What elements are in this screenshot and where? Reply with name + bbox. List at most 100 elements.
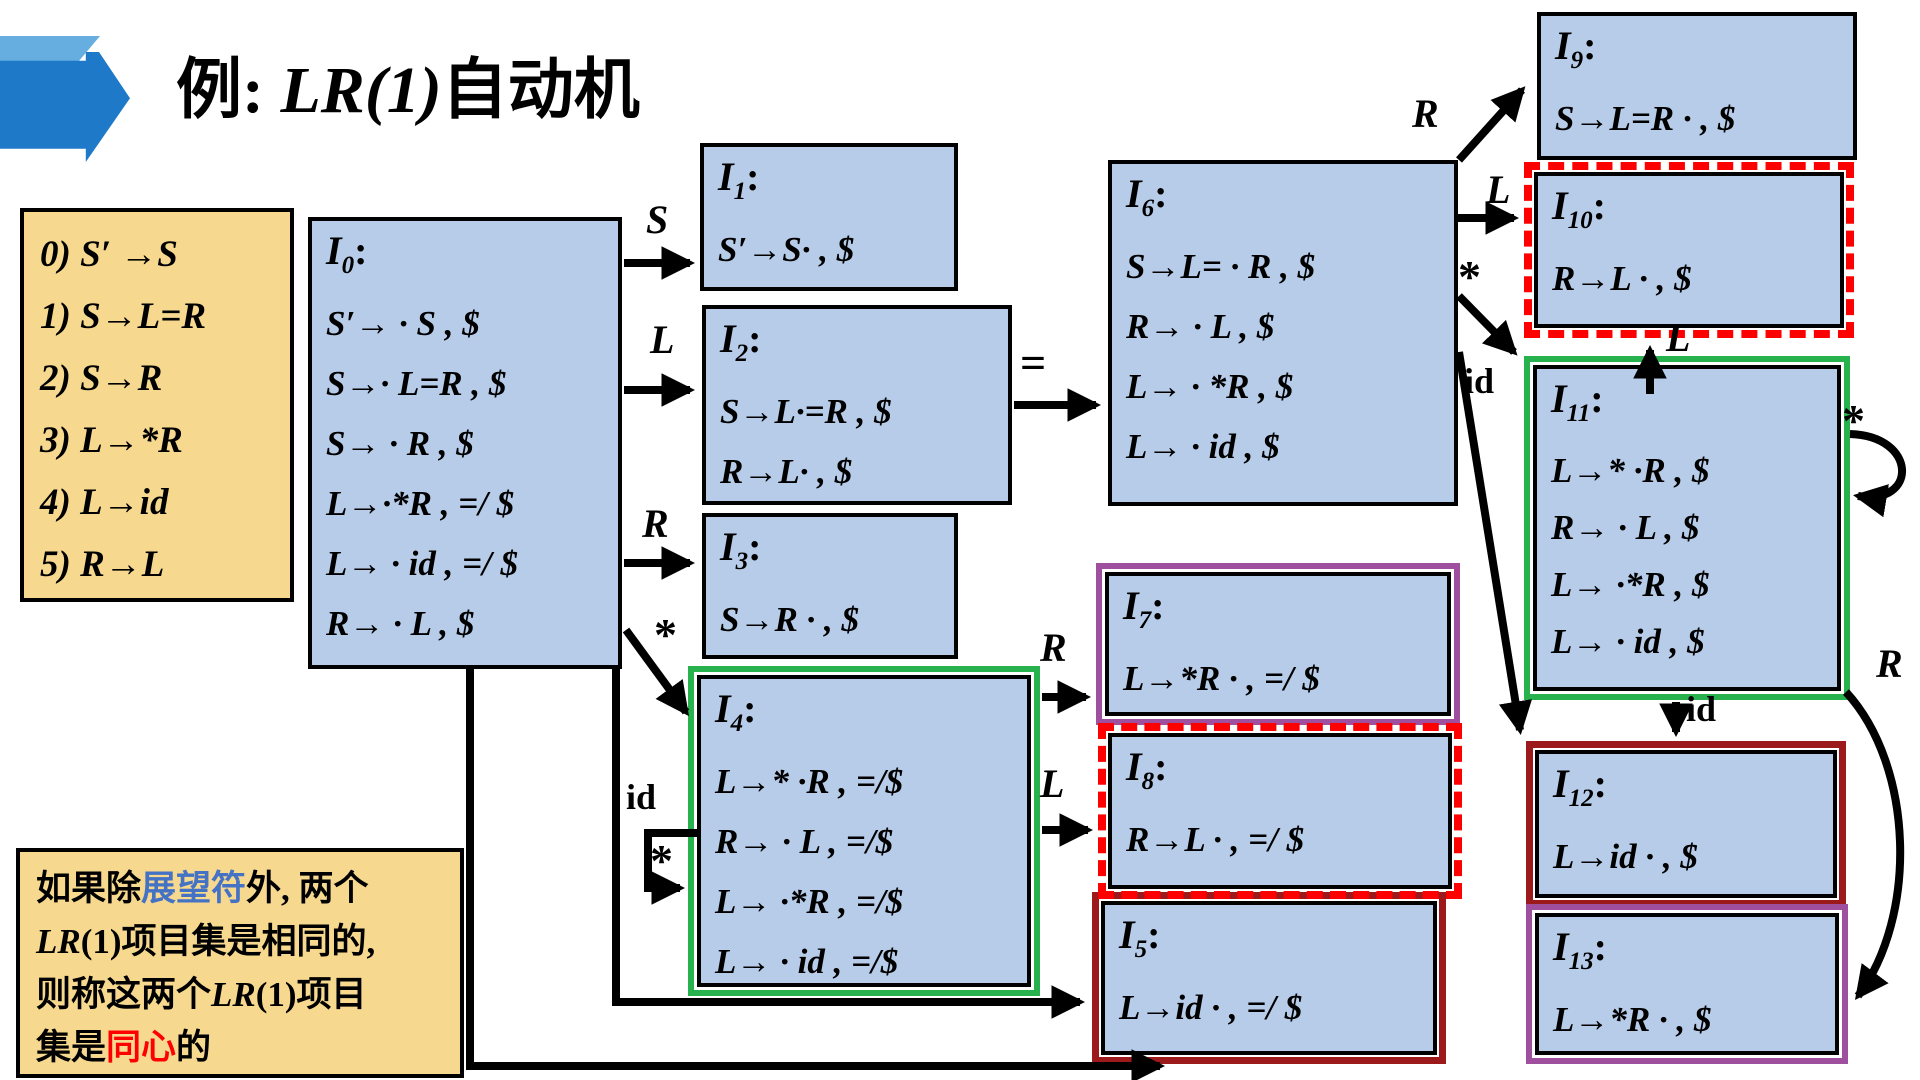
production-line: R→L· , $ — [720, 452, 853, 491]
state-I1: I1: S′→S· , $ — [700, 143, 958, 291]
state-items-I1: S′→S· , $ — [718, 220, 948, 280]
production-line: L→* ·R , $ — [1551, 451, 1710, 490]
production-line: 3) L→*R — [40, 420, 183, 461]
production-line: R→ · L , $ — [1126, 307, 1275, 346]
production-line: R→L · , $ — [1552, 259, 1692, 298]
production-line: L→ · id , =/ $ — [326, 544, 519, 583]
state-I2: I2: S→L·=R , $ R→L· , $ — [702, 305, 1012, 505]
production-line: S′→ · S , $ — [326, 304, 480, 343]
production-line: L→ · *R , $ — [1126, 367, 1294, 406]
state-title-I4: I4: — [715, 686, 757, 737]
production-line: 5) R→L — [40, 544, 165, 585]
production-line: L→ ·*R , =/$ — [715, 882, 904, 921]
state-items-I2: S→L·=R , $ R→L· , $ — [720, 382, 1002, 501]
state-title-I11: I11: — [1551, 376, 1604, 427]
production-line: S→L·=R , $ — [720, 392, 892, 431]
production-line: L→ · id , $ — [1126, 427, 1280, 466]
note-line: 集是同心的 — [36, 1028, 212, 1067]
edge-label-id-I11-I12: id — [1686, 689, 1717, 729]
state-I13: I13: L→*R · , $ — [1526, 904, 1848, 1064]
arrow-I6-id-I12 — [1455, 351, 1533, 735]
state-I4: I4: L→* ·R , =/$ R→ · L , =/$ L→ ·*R , =/$… — [688, 666, 1040, 996]
arrow-I6-R-I9 — [1456, 86, 1526, 163]
state-items-I6: S→L= · R , $ R→ · L , $ L→ · *R , $ L→ · id… — [1126, 237, 1448, 477]
state-title-I8: I8: — [1126, 744, 1168, 795]
production-line: L→id · , =/ $ — [1119, 988, 1303, 1027]
production-line: R→ · L , =/$ — [715, 822, 894, 861]
edge-label-star-I4-loop: * — [650, 835, 673, 886]
state-I5: I5: L→id · , =/ $ — [1092, 892, 1446, 1064]
production-line: L→ · id , $ — [1551, 622, 1705, 661]
production-line: S→R · , $ — [720, 600, 860, 639]
production-line: S→L= · R , $ — [1126, 247, 1316, 286]
production-line: L→ ·*R , $ — [1551, 565, 1710, 604]
state-items-I4: L→* ·R , =/$ R→ · L , =/$ L→ ·*R , =/$ L→ ·… — [715, 752, 1021, 983]
arrow-I11-R-I13 — [1843, 689, 1905, 1001]
edge-label-R-I0-I3: R — [642, 501, 669, 546]
production-line: L→* ·R , =/$ — [715, 762, 904, 801]
production-line: L→ · id , =/$ — [715, 942, 899, 981]
title-arrow-icon — [0, 52, 130, 162]
production-line: 0) S′ →S — [40, 234, 178, 275]
edge-label-S-I0-I1: S — [646, 197, 669, 242]
state-items-I5: L→id · , =/ $ — [1119, 978, 1427, 1038]
note-line: 如果除展望符外, 两个 — [36, 869, 369, 908]
state-I6: I6: S→L= · R , $ R→ · L , $ L→ · *R , $ L→ … — [1108, 160, 1458, 506]
edge-label-star-I6-I11: * — [1458, 251, 1481, 302]
state-I8: I8: R→L · , =/ $ — [1098, 723, 1462, 899]
edge-label-assign-I2-I6: = — [1020, 337, 1047, 388]
state-title-I3: I3: — [720, 524, 762, 575]
production-line: S′→S· , $ — [718, 230, 855, 269]
production-line: 4) L→id — [40, 482, 169, 523]
production-line: S→L=R · , $ — [1555, 99, 1736, 138]
state-title-I0: I0: — [326, 228, 368, 279]
state-items-I12: L→id · , $ — [1553, 827, 1827, 887]
state-title-I10: I10: — [1552, 183, 1606, 234]
state-items-I9: S→L=R · , $ — [1555, 89, 1847, 149]
page-title: 例: LR(1)自动机 — [176, 54, 640, 127]
state-I9: I9: S→L=R · , $ — [1537, 12, 1857, 160]
state-title-I12: I12: — [1553, 761, 1607, 812]
production-line: 1) S→L=R — [40, 296, 207, 337]
state-title-I1: I1: — [718, 154, 760, 205]
production-line: 2) S→R — [40, 358, 163, 399]
state-title-I7: I7: — [1123, 583, 1165, 634]
state-title-I13: I13: — [1553, 924, 1607, 975]
state-I7: I7: L→*R · , =/ $ — [1096, 563, 1460, 725]
edge-label-R-I6-I9: R — [1412, 91, 1439, 136]
production-line: R→ · L , $ — [326, 604, 475, 643]
state-items-I0: S′→ · S , $S→· L=R , $S→ · R , $L→·*R , … — [326, 294, 612, 654]
edge-label-L-I6-I10: L — [1486, 167, 1511, 212]
edge-label-R-I11-I13: R — [1876, 641, 1903, 686]
note-line: LR(1)项目集是相同的, — [36, 922, 376, 961]
production-line: L→id · , $ — [1553, 837, 1698, 876]
state-items-I13: L→*R · , $ — [1553, 990, 1829, 1050]
state-items-I3: S→R · , $ — [720, 590, 948, 650]
arrow-I6-star-I11 — [1456, 293, 1518, 356]
state-I11: I11: L→* ·R , $ R→ · L , $ L→ ·*R , $ L→ · … — [1524, 356, 1850, 700]
state-items-I8: R→L · , =/ $ — [1126, 810, 1442, 870]
edge-label-L-I4-I8: L — [1040, 761, 1065, 806]
edge-label-star-I0-I4: * — [654, 609, 677, 660]
production-line: R→ · L , $ — [1551, 508, 1700, 547]
production-line: S→· L=R , $ — [326, 364, 507, 403]
state-title-I2: I2: — [720, 316, 762, 367]
grammar-rules: 0) S′ →S 1) S→L=R 2) S→R 3) L→*R 4) L→id 5) R… — [40, 224, 290, 596]
production-line: L→·*R , =/ $ — [326, 484, 515, 523]
state-I0: I0: S′→ · S , $S→· L=R , $S→ · R , $L→·*… — [308, 217, 622, 669]
edge-label-L-I0-I2: L — [650, 317, 675, 362]
state-I10: I10: R→L · , $ — [1524, 162, 1854, 338]
state-I3: I3: S→R · , $ — [702, 513, 958, 659]
state-title-I6: I6: — [1126, 171, 1168, 222]
grammar-rules-box: 0) S′ →S 1) S→L=R 2) S→R 3) L→*R 4) L→id 5) R… — [20, 208, 294, 602]
state-title-I9: I9: — [1555, 23, 1597, 74]
state-items-I7: L→*R · , =/ $ — [1123, 649, 1441, 709]
production-line: L→*R · , =/ $ — [1123, 659, 1320, 698]
state-items-I11: L→* ·R , $ R→ · L , $ L→ ·*R , $ L→ · id , … — [1551, 442, 1831, 670]
edge-label-id-I6-I12: id — [1464, 361, 1495, 401]
edge-label-R-I4-I7: R — [1040, 625, 1067, 670]
production-line: R→L · , =/ $ — [1126, 820, 1305, 859]
state-title-I5: I5: — [1119, 912, 1161, 963]
